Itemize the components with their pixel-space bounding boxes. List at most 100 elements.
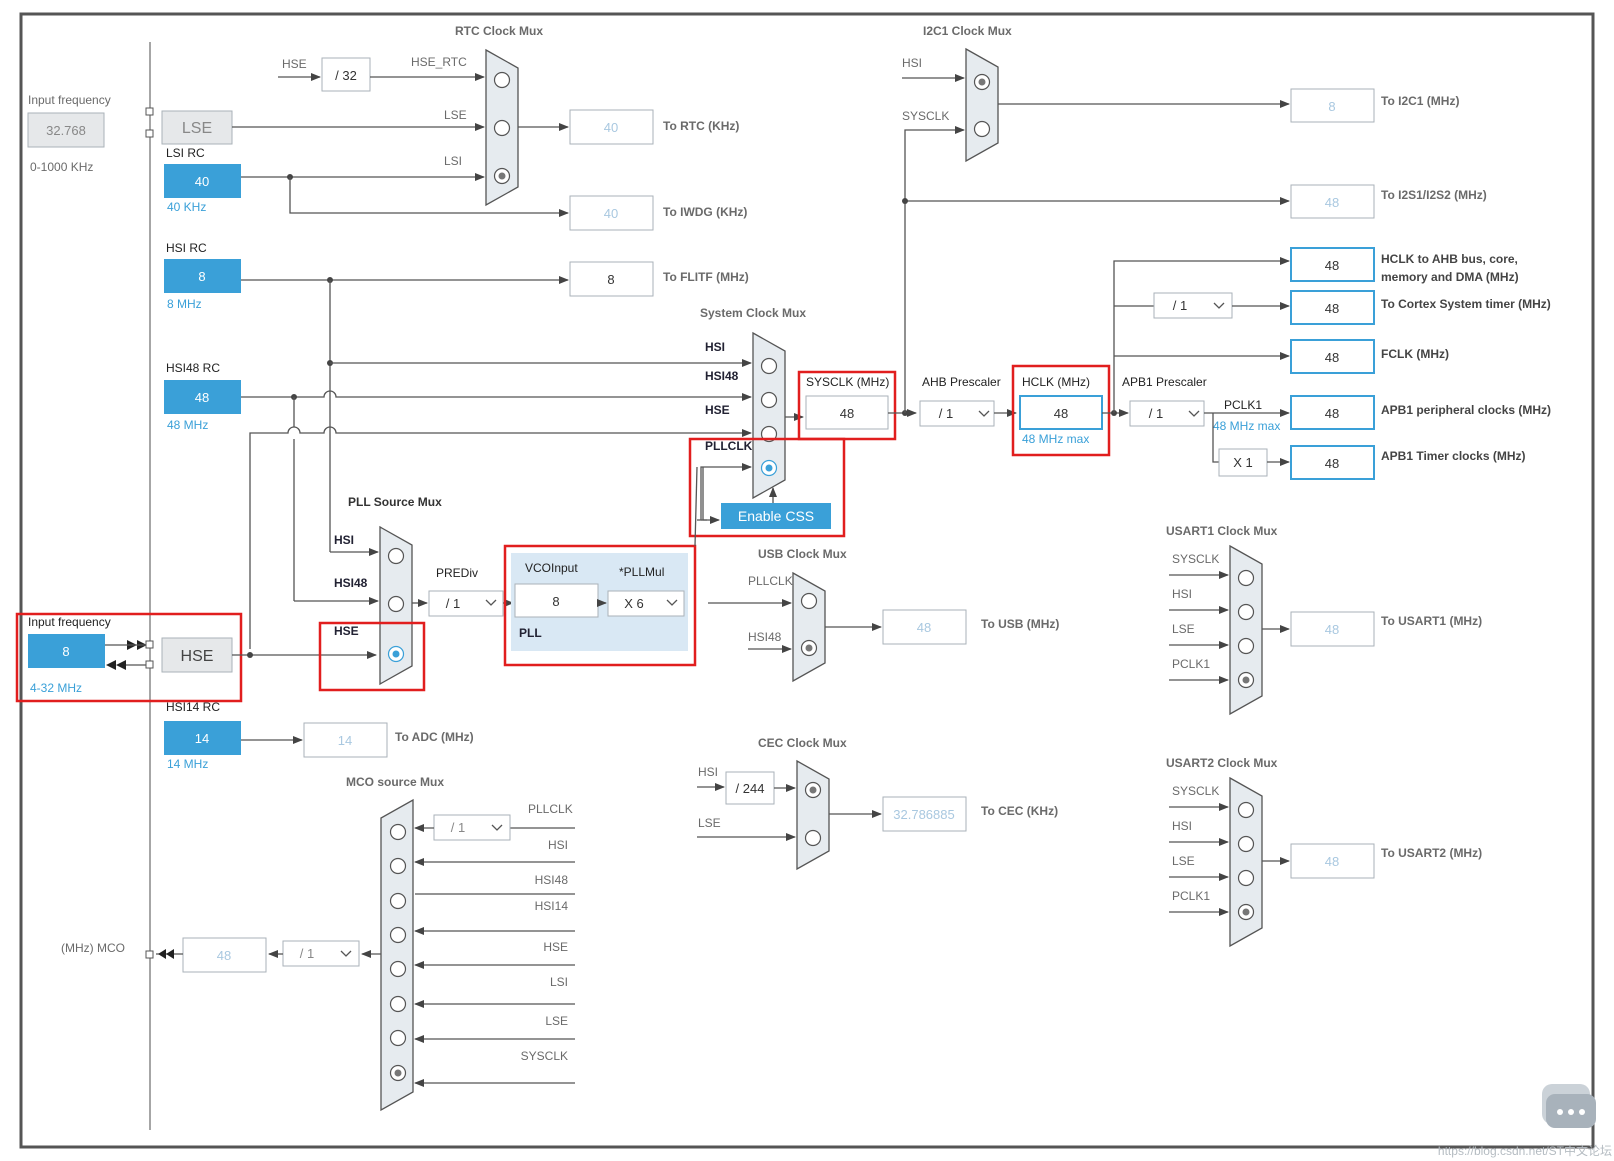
i2s-output-value: 48 (1325, 195, 1339, 210)
rtc-radio-lse[interactable] (493, 119, 511, 137)
i2c1-radio-hsi-dot (978, 78, 986, 86)
chevron-down-icon (340, 950, 352, 957)
i2c1-radio-sysclk[interactable] (973, 120, 991, 138)
chevron-down-icon (978, 410, 990, 417)
sysclk-field[interactable] (805, 395, 889, 430)
cec-radio-lse[interactable] (804, 829, 822, 847)
lse-input-label: Input frequency (28, 93, 111, 107)
sys-in-hsi48: HSI48 (705, 369, 739, 383)
pll-name: PLL (519, 626, 542, 640)
watermark-text: https://blog.csdn.net/ST中文论坛 (1438, 1143, 1612, 1158)
rtc-output-label: To RTC (KHz) (663, 119, 739, 133)
usart1-radio-lse[interactable] (1237, 637, 1255, 655)
pll-radio-hsi[interactable] (387, 547, 405, 565)
hsi14-title: HSI14 RC (166, 700, 220, 714)
mco-radio-hsi14[interactable] (389, 926, 407, 944)
ahb-label: AHB Prescaler (922, 375, 1001, 389)
lse-pin-1 (145, 107, 154, 116)
mco-radio-lsi[interactable] (389, 995, 407, 1013)
adc-output-label: To ADC (MHz) (395, 730, 474, 744)
lse-block-label: LSE (182, 120, 212, 137)
hsi-sub: 8 MHz (167, 297, 202, 311)
iwdg-output-label: To IWDG (KHz) (663, 205, 747, 219)
usart1-radio-sysclk[interactable] (1237, 569, 1255, 587)
pll-in-hsi48: HSI48 (334, 576, 368, 590)
usart2-radio-lse[interactable] (1237, 869, 1255, 887)
hsi48-block (164, 380, 241, 414)
chevron-down-icon (491, 824, 503, 831)
timer-mul-value: X 1 (1233, 455, 1253, 470)
sys-radio-pllclk-dot (765, 464, 773, 472)
rtc-in-hse: HSE (282, 57, 307, 71)
mco-in-6: LSE (545, 1014, 568, 1028)
systimer-prescaler-select[interactable] (1153, 292, 1233, 319)
cec-in-hsi: HSI (698, 765, 718, 779)
hsi14-block (164, 721, 241, 755)
usart1-radio-hsi[interactable] (1237, 603, 1255, 621)
mco-in-3: HSI14 (535, 899, 569, 913)
mco-in-0: PLLCLK (528, 802, 573, 816)
chevron-down-icon (1188, 410, 1200, 417)
i2s-output-box (1290, 184, 1375, 219)
i2c1-output-box (1290, 88, 1375, 123)
prediv-label: PREDiv (436, 566, 478, 580)
rtc-output-box (569, 109, 654, 145)
mco-in-4: HSE (543, 940, 568, 954)
lse-input-value: 32.768 (46, 123, 86, 138)
mco-radio-hse[interactable] (389, 960, 407, 978)
hse-input-label: Input frequency (28, 615, 111, 629)
sys-radio-hsi48[interactable] (760, 391, 778, 409)
mco-radio-hsi[interactable] (389, 857, 407, 875)
lse-range: 0-1000 KHz (30, 160, 93, 174)
usart2-in-2: LSE (1172, 854, 1195, 868)
mco-div-select[interactable] (282, 940, 360, 967)
lse-input-field[interactable] (27, 112, 105, 148)
usart2-in-1: HSI (1172, 819, 1192, 833)
rtc-mux-title: RTC Clock Mux (455, 24, 543, 38)
apb1-prescaler-select[interactable] (1129, 400, 1205, 427)
hse-input-field[interactable] (28, 634, 105, 668)
pllmul-label: *PLLMul (619, 565, 664, 579)
usb-output-value: 48 (917, 620, 931, 635)
apb1-value: / 1 (1149, 406, 1163, 421)
vco-value: 8 (552, 594, 559, 609)
prediv-select[interactable] (428, 590, 504, 617)
pll-radio-hsi48[interactable] (387, 595, 405, 613)
hclk-field[interactable] (1019, 395, 1103, 430)
usart2-radio-sysclk[interactable] (1237, 801, 1255, 819)
ahb-prescaler-select[interactable] (919, 400, 995, 427)
pll-in-hse: HSE (334, 624, 359, 638)
chat-bubble-icon (1542, 1084, 1596, 1128)
apb1-label: APB1 Prescaler (1122, 375, 1207, 389)
mco-radio-hsi48[interactable] (389, 892, 407, 910)
adc-output-box (303, 722, 388, 758)
usart1-clock-mux (1229, 544, 1263, 716)
sys-in-pllclk: PLLCLK (705, 439, 753, 453)
red-highlight-pll-hse (318, 621, 426, 692)
sys-radio-hsi[interactable] (760, 357, 778, 375)
hse-range: 4-32 MHz (30, 681, 82, 695)
mco-radio-pllclk[interactable] (389, 823, 407, 841)
cec-divider (725, 771, 775, 805)
cec-radio-hsi-dot (809, 786, 817, 794)
usart2-output-value: 48 (1325, 854, 1339, 869)
timer-multiplier (1218, 448, 1268, 477)
rtc-radio-hse[interactable] (493, 71, 511, 89)
red-highlight-sysclk (797, 370, 897, 441)
cec-output-box (882, 796, 967, 832)
hclk-bus-box (1290, 247, 1375, 282)
usb-radio-pllclk[interactable] (800, 592, 818, 610)
usart2-radio-hsi[interactable] (1237, 835, 1255, 853)
lsi-sub: 40 KHz (167, 200, 206, 214)
mco-in-5: LSI (550, 975, 568, 989)
sysclk-value: 48 (840, 406, 854, 421)
pclk1-label: PCLK1 (1224, 398, 1262, 412)
cec-output-value: 32.786885 (893, 807, 954, 822)
usart2-title: USART2 Clock Mux (1166, 756, 1278, 770)
hsi48-title: HSI48 RC (166, 361, 220, 375)
pll-in-hsi: HSI (334, 533, 354, 547)
cec-output-label: To CEC (KHz) (981, 804, 1058, 818)
mco-radio-lse[interactable] (389, 1029, 407, 1047)
enable-css-button[interactable] (721, 503, 831, 529)
hsi-title: HSI RC (166, 241, 207, 255)
